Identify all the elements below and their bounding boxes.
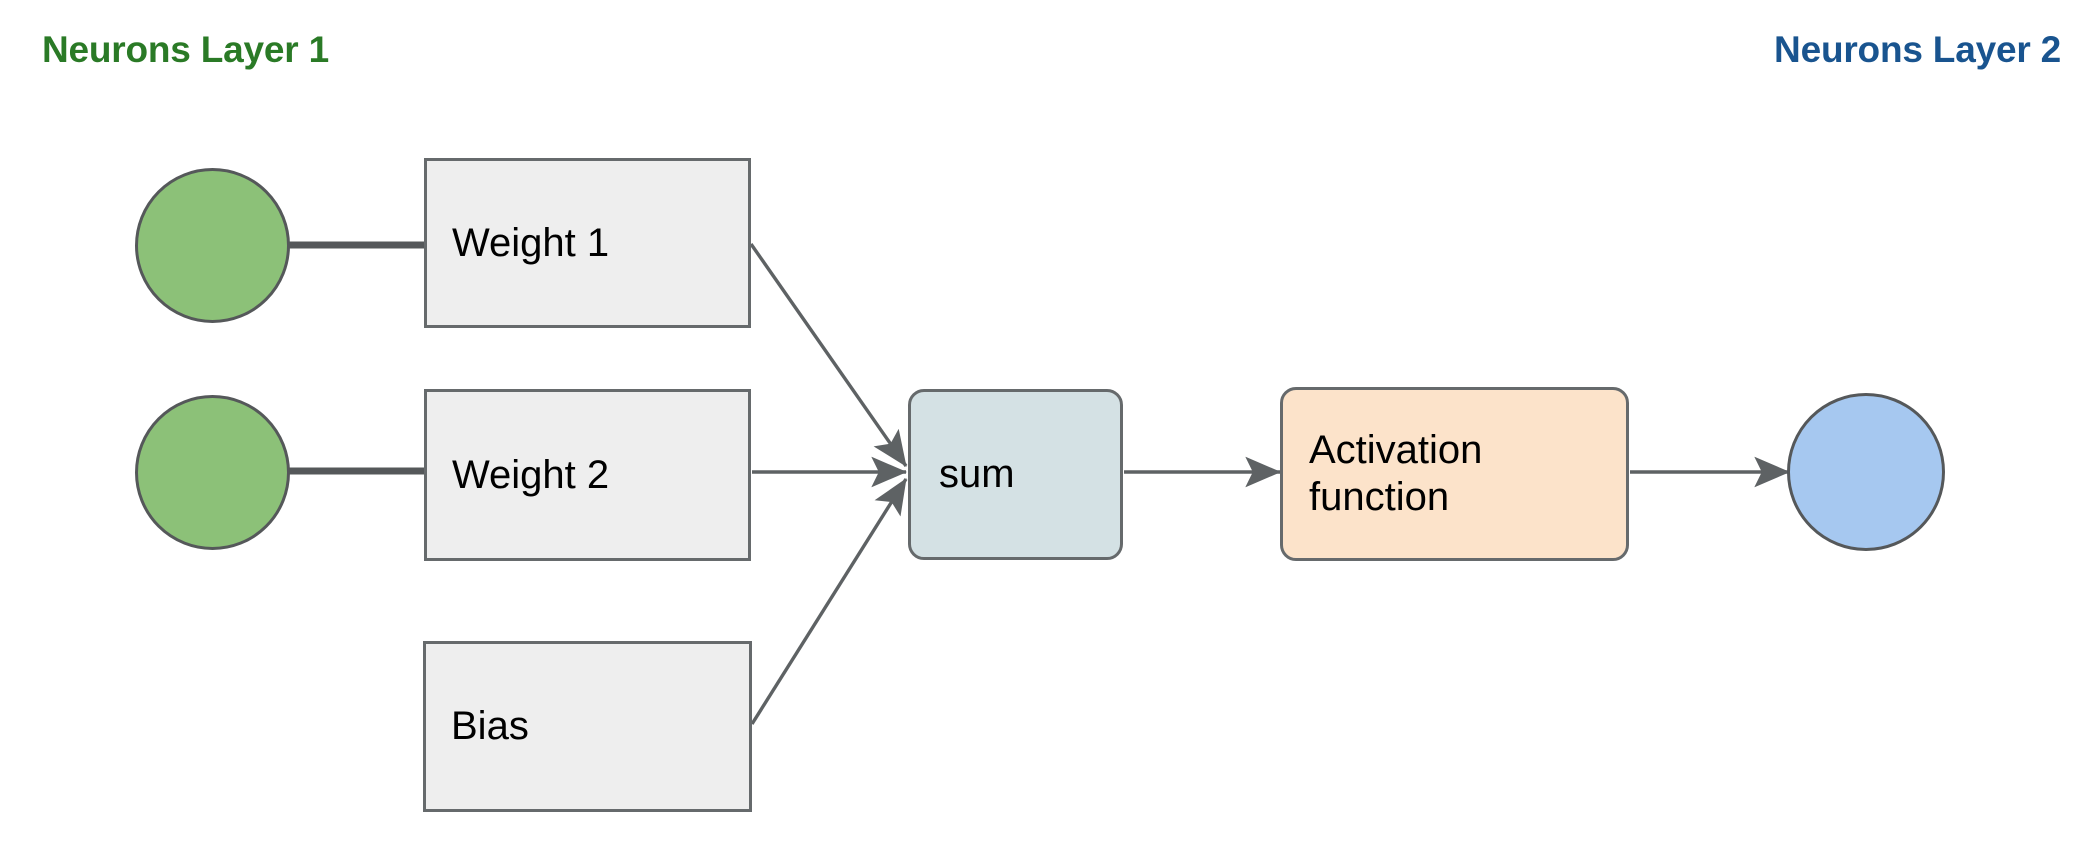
weight-2-label: Weight 2 (452, 452, 610, 497)
bias-label: Bias (451, 704, 529, 749)
activation-function-box[interactable]: Activation function (1280, 387, 1629, 561)
edge-weight1-sum (749, 243, 908, 467)
edge-bias-sum (750, 478, 908, 725)
layer-2-title: Neurons Layer 2 (1774, 29, 2061, 70)
input-neuron-2[interactable] (135, 395, 290, 550)
layer-1-title: Neurons Layer 1 (42, 29, 329, 70)
activation-function-label: Activation function (1309, 427, 1482, 521)
weight-2-box[interactable]: Weight 2 (424, 389, 751, 561)
activation-function-label-line2: function (1309, 475, 1450, 519)
sum-box[interactable]: sum (908, 389, 1123, 560)
input-neuron-1[interactable] (135, 168, 290, 323)
weight-1-box[interactable]: Weight 1 (424, 158, 751, 328)
sum-label: sum (939, 451, 1015, 496)
activation-function-label-line1: Activation (1309, 427, 1483, 472)
bias-box[interactable]: Bias (423, 641, 752, 812)
output-neuron-1[interactable] (1787, 393, 1945, 551)
weight-1-label: Weight 1 (452, 220, 610, 265)
